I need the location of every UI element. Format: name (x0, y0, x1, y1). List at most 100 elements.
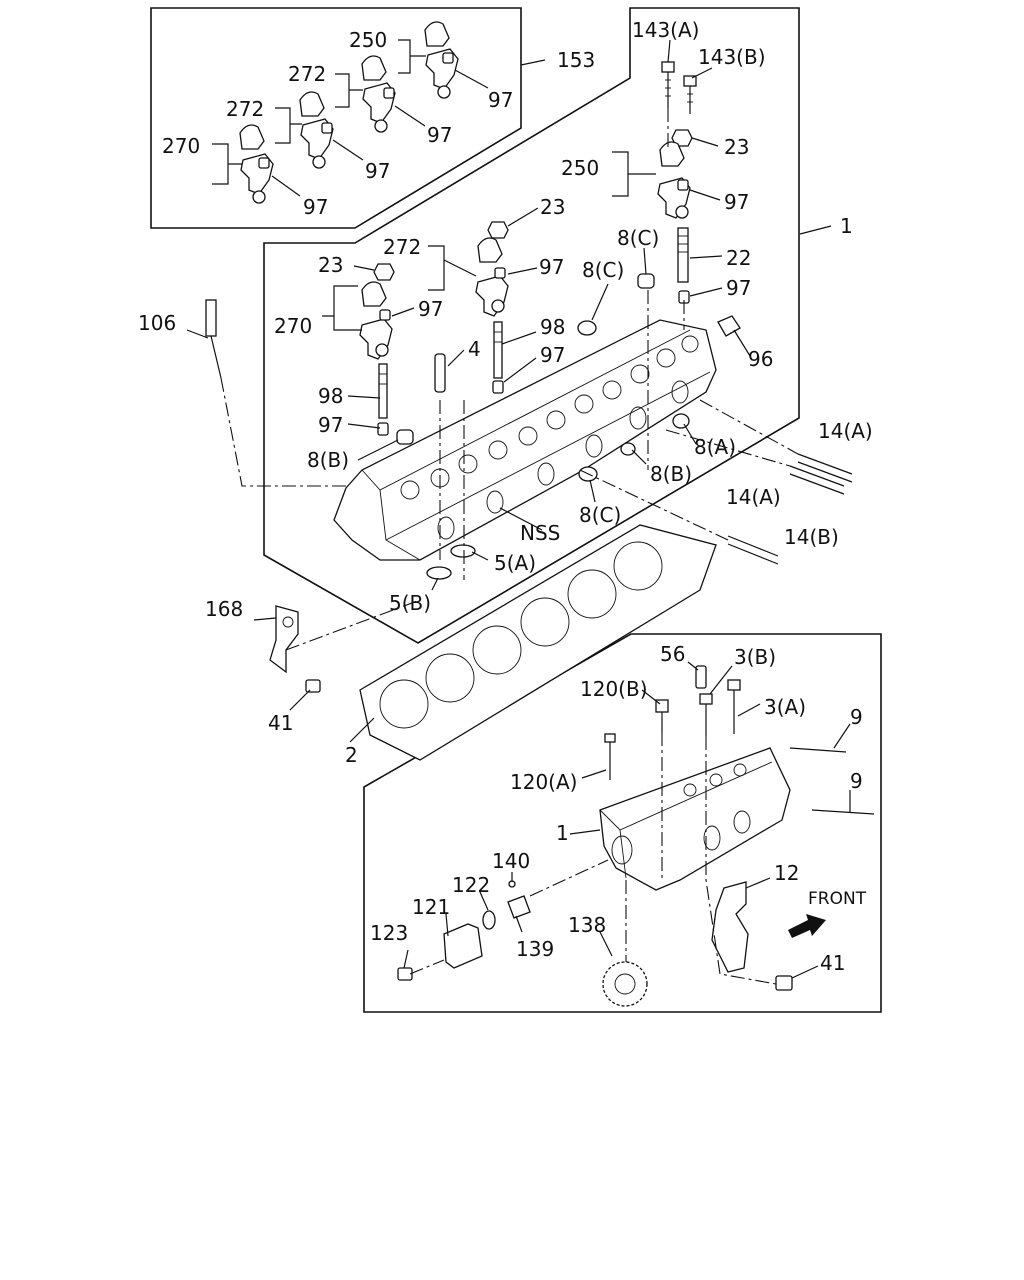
callout-label: 8(B) (307, 448, 349, 472)
callout-label: 120(A) (510, 770, 577, 794)
cup-plug-icon (620, 442, 636, 456)
head-detail-inset-frame (363, 633, 882, 1013)
front-arrow-icon (788, 914, 826, 938)
bracket-12 (711, 881, 749, 973)
callout-label: NSS (520, 521, 560, 545)
callout-label: 96 (748, 347, 773, 371)
callout-label: 8(A) (694, 435, 736, 459)
callout-label: 97 (427, 123, 452, 147)
cover-plate-icon (443, 923, 483, 969)
head-gasket (359, 524, 717, 761)
head-detail-components (397, 665, 875, 1007)
pushrod-icon (378, 363, 388, 419)
alignment-lines (220, 108, 799, 985)
callout-label: 97 (488, 88, 513, 112)
stud-icon (677, 227, 689, 283)
callout-label: 97 (318, 413, 343, 437)
valve-seat-row (400, 335, 699, 500)
bracket-168 (269, 605, 299, 674)
callout-label: 23 (318, 253, 343, 277)
callout-label: 98 (318, 384, 343, 408)
callout-label: 270 (162, 134, 200, 158)
rocker-kit-inset-frame (150, 7, 522, 229)
bolt-icon (727, 679, 741, 734)
nut-icon (671, 129, 693, 147)
callout-label: 97 (303, 195, 328, 219)
callout-label: 140 (492, 849, 530, 873)
callout-label: 8(C) (617, 226, 659, 250)
callout-label: 106 (138, 311, 176, 335)
callout-label: 1 (840, 214, 853, 238)
callout-label: 272 (226, 97, 264, 121)
stud-icon (789, 747, 847, 753)
bolt-icon (775, 975, 793, 991)
stud-icon (727, 535, 779, 565)
callout-label: 97 (726, 276, 751, 300)
callout-label: 138 (568, 913, 606, 937)
callout-label: 9 (850, 769, 863, 793)
bolt-icon (655, 699, 669, 732)
callout-label: 5(A) (494, 551, 536, 575)
cup-plug-icon (577, 320, 597, 336)
callout-label: 1 (556, 821, 569, 845)
cylinder-head-main (333, 319, 717, 561)
callout-label: 97 (365, 159, 390, 183)
callout-label: 41 (268, 711, 293, 735)
callout-label: 270 (274, 314, 312, 338)
plug-icon (717, 315, 741, 337)
spacer-icon (492, 380, 504, 394)
callout-label: 272 (288, 62, 326, 86)
glow-plug-icon (205, 299, 222, 379)
callout-label: 5(B) (389, 591, 431, 615)
callout-label: 123 (370, 921, 408, 945)
callout-label: 97 (540, 343, 565, 367)
nut-icon (373, 263, 395, 281)
callout-label: 272 (383, 235, 421, 259)
rocker-arm-set-icon (475, 237, 509, 317)
main-assembly-frame (263, 7, 800, 644)
stud-icon (789, 453, 853, 495)
callout-label: 153 (557, 48, 595, 72)
rocker-arm-set-icon (424, 21, 459, 99)
callout-label: 14(A) (818, 419, 873, 443)
callout-label: 9 (850, 705, 863, 729)
callout-label: 14(B) (784, 525, 839, 549)
callout-label: 3(A) (764, 695, 806, 719)
callout-label: 2 (345, 743, 358, 767)
callout-label: 98 (540, 315, 565, 339)
front-label: FRONT (808, 889, 867, 909)
leader-lines (186, 39, 851, 979)
cylinder-head-detail (599, 747, 791, 891)
callout-label: 41 (820, 951, 845, 975)
callout-label: 120(B) (580, 677, 648, 701)
rocker-arm-set-icon (299, 91, 334, 169)
bolt-icon (604, 733, 616, 780)
rocker-arm-set-icon (359, 281, 393, 360)
callout-label: 22 (726, 246, 751, 270)
bolt-icon (699, 693, 713, 736)
bolt-icon (305, 679, 321, 693)
rocker-arm-set-icon (361, 55, 396, 133)
seal-ring-icon (426, 566, 452, 580)
sleeve-icon (434, 353, 446, 393)
pushrod-icon (493, 321, 503, 379)
callout-label: 23 (724, 135, 749, 159)
callout-label: 14(A) (726, 485, 781, 509)
rocker-sets-inset (212, 21, 546, 204)
callout-label: 250 (561, 156, 599, 180)
main-assembly-components (205, 61, 853, 580)
callout-label: 121 (412, 895, 450, 919)
callout-label: 97 (539, 255, 564, 279)
callout-label: 23 (540, 195, 565, 219)
o-ring-icon (482, 910, 496, 930)
nut-icon (487, 221, 509, 239)
callout-label: 97 (418, 297, 443, 321)
callout-label: 8(B) (650, 462, 692, 486)
bolt-icon (661, 61, 675, 108)
seal-ring-icon (450, 544, 476, 558)
callout-label: 143(B) (698, 45, 766, 69)
bolt-icon (683, 75, 697, 114)
rocker-arm-set-icon (239, 124, 274, 204)
cup-plug-icon (396, 429, 414, 445)
cup-plug-icon (672, 413, 690, 429)
